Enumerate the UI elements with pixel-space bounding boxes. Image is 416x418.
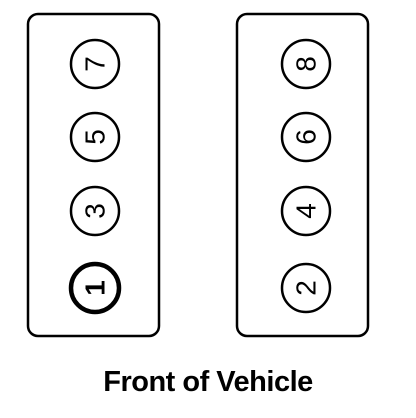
cylinder-number: 8 (291, 56, 322, 72)
cylinder-circle (280, 111, 332, 163)
cylinder-8: 8 (280, 38, 332, 90)
cylinder-7: 7 (69, 38, 121, 90)
cylinder-number: 3 (80, 203, 111, 219)
cylinder-3: 3 (69, 185, 121, 237)
cylinder-number: 4 (291, 203, 322, 219)
cylinder-circle (280, 262, 332, 314)
cylinder-number: 1 (80, 280, 111, 296)
cylinder-5: 5 (69, 111, 121, 163)
left-cylinder-bank (26, 12, 161, 338)
cylinder-circle (69, 185, 121, 237)
cylinder-6: 6 (280, 111, 332, 163)
cylinder-number: 2 (291, 280, 322, 296)
front-of-vehicle-label: Front of Vehicle (103, 366, 313, 398)
cylinder-number: 6 (291, 129, 322, 145)
cylinder-circle (280, 38, 332, 90)
cylinder-circle-highlighted (68, 261, 122, 315)
cylinder-4: 4 (280, 185, 332, 237)
cylinder-circle (69, 38, 121, 90)
cylinder-2: 2 (280, 262, 332, 314)
cylinder-number: 7 (80, 56, 111, 72)
cylinder-circle (280, 185, 332, 237)
right-cylinder-bank (235, 12, 370, 338)
cylinder-circle (69, 111, 121, 163)
cylinder-1: 1 (68, 261, 122, 315)
cylinder-number: 5 (80, 129, 111, 145)
